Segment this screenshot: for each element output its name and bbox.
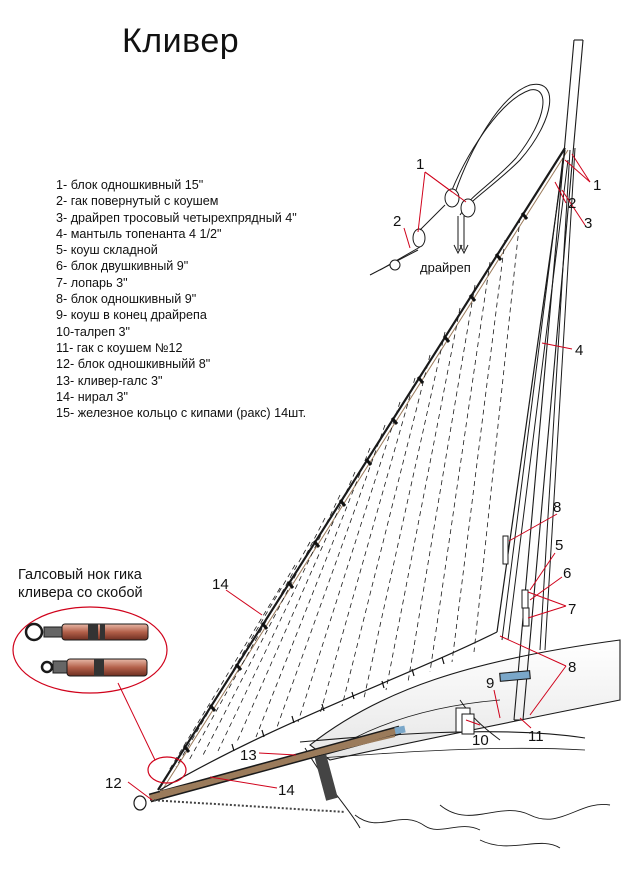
inset-boom-end — [24, 622, 149, 677]
inset-highlight — [12, 606, 187, 784]
mast — [499, 39, 584, 721]
topping-lift — [501, 147, 576, 651]
legend-item: 2- гак повернутый с коушем — [56, 194, 219, 209]
luff-hanks — [182, 212, 529, 753]
legend-item: 5- коуш складной — [56, 243, 158, 258]
legend-item: 13- кливер-галс 3" — [56, 373, 163, 388]
legend-item: 3- драйреп тросовый четырехпрядный 4" — [56, 210, 297, 225]
diagram-title: Кливер — [122, 22, 240, 60]
callout-1-top-right: 1 — [593, 177, 601, 194]
legend-item: 8- блок одношкивный 9" — [56, 292, 197, 307]
callout-1-top-left: 1 — [416, 156, 424, 173]
water-lines — [354, 803, 611, 849]
callout-13: 13 — [240, 747, 257, 764]
callout-2-top-left: 2 — [393, 213, 401, 230]
callout-3: 3 — [584, 215, 592, 232]
callout-8-top: 8 — [553, 499, 561, 516]
legend-item: 15- железное кольцо с кипами (ракс) 14шт… — [56, 406, 307, 421]
inset-caption-line: кливера со скобой — [18, 585, 143, 601]
inset-caption: Галсовый нок гика кливера со скобой — [18, 566, 143, 602]
callout-labels: 1 2 драйреп 1 2 3 4 8 5 6 7 8 9 10 11 14… — [105, 156, 601, 799]
legend-item: 9- коуш в конец драйрепа — [56, 308, 207, 323]
legend-item: 12- блок одношкивныйй 8" — [56, 357, 211, 372]
callout-6: 6 — [563, 565, 571, 582]
callout-leaders — [117, 153, 591, 801]
jib-boom — [133, 725, 406, 813]
legend-list: 1- блок одношкивный 15" 2- гак повернуты… — [56, 177, 306, 421]
legend-item: 10-талреп 3" — [56, 324, 130, 339]
legend-item: 11- гак с коушем №12 — [56, 340, 183, 355]
boom-fitting — [455, 707, 475, 735]
callout-9: 9 — [486, 675, 494, 692]
callout-8-bottom: 8 — [568, 659, 576, 676]
callout-5: 5 — [555, 537, 563, 554]
callout-drayrep: драйреп — [420, 260, 471, 275]
foot-hanks — [231, 656, 445, 752]
callout-10: 10 — [472, 732, 489, 749]
callout-14-bottom: 14 — [278, 782, 295, 799]
legend-item: 4- мантыль топенанта 4 1/2" — [56, 226, 222, 241]
legend-item: 1- блок одношкивный 15" — [56, 178, 204, 192]
callout-14-top: 14 — [212, 576, 229, 593]
top-block-assembly — [369, 83, 551, 276]
callout-4: 4 — [575, 342, 583, 359]
legend-item: 14- нирал 3" — [56, 389, 129, 404]
sail-seams — [167, 217, 521, 773]
legend-item: 7- лопарь 3" — [56, 275, 128, 290]
inset-caption-line: Галсовый нок гика — [18, 567, 142, 583]
callout-11: 11 — [528, 728, 544, 745]
callout-12: 12 — [105, 775, 122, 792]
callout-2-top-right: 2 — [568, 195, 576, 212]
callout-7: 7 — [568, 601, 576, 618]
legend-item: 6- блок двушкивный 9" — [56, 259, 189, 274]
mast-blocks — [502, 535, 530, 627]
